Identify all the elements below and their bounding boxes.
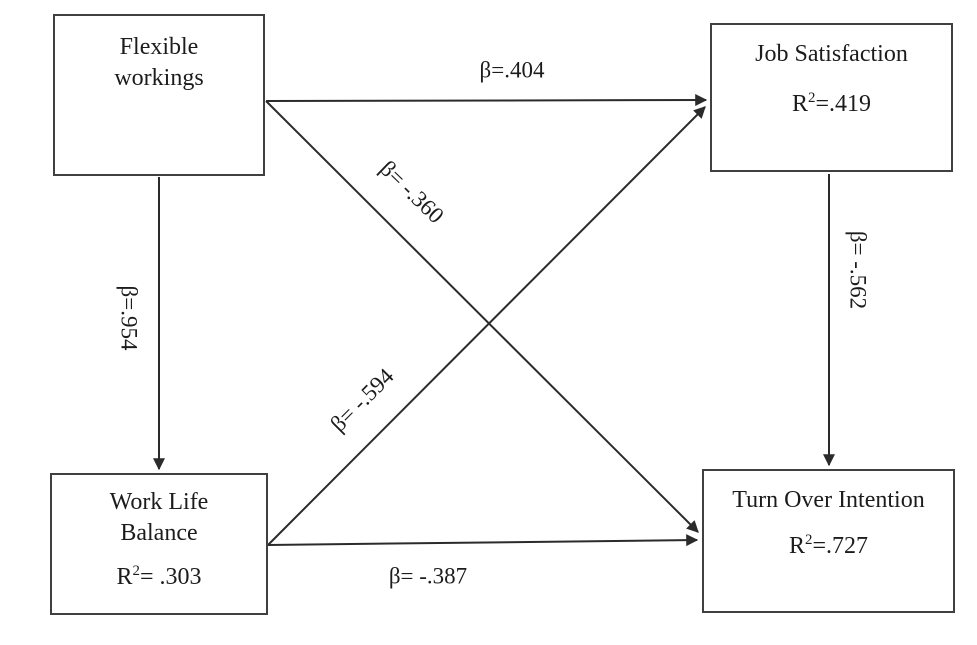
r2-base: R xyxy=(792,91,809,117)
node-title: Flexible workings xyxy=(55,32,263,94)
r2-superscript: 2 xyxy=(808,90,816,106)
path-coefficient-jobsat-turnover: β= -.562 xyxy=(845,230,871,310)
path-coefficient-flexible-worklife: β=.954 xyxy=(116,285,142,351)
node-title-line1: Flexible xyxy=(119,34,199,60)
r2-rest: =.727 xyxy=(812,533,868,559)
arrow-flexible-to-turnover xyxy=(265,100,699,533)
path-coefficient-worklife-turnover: β= -.387 xyxy=(388,563,468,589)
r2-rest: =.419 xyxy=(815,91,871,117)
node-title-line1: Work Life xyxy=(109,489,209,515)
node-title: Job Satisfaction xyxy=(755,41,908,67)
path-coefficient-flexible-jobsat: β=.404 xyxy=(479,57,545,83)
arrow-flexible-to-jobsat xyxy=(265,94,708,107)
r2-base: R xyxy=(789,533,806,559)
node-turn-over-intention: Turn Over Intention R2=.727 xyxy=(702,469,955,613)
r-squared-value: R2=.727 xyxy=(704,532,953,560)
node-flexible-workings: Flexible workings xyxy=(53,14,265,176)
node-title-line2: Balance xyxy=(120,520,198,546)
node-title: Work Life Balance xyxy=(52,487,266,549)
node-title: Turn Over Intention xyxy=(732,487,925,513)
r-squared-value: R2=.419 xyxy=(712,90,951,118)
arrow-worklife-to-turnover xyxy=(267,534,699,547)
r2-base: R xyxy=(116,564,133,590)
r2-rest: = .303 xyxy=(139,564,202,590)
node-job-satisfaction: Job Satisfaction R2=.419 xyxy=(710,23,953,172)
r2-superscript: 2 xyxy=(805,532,813,548)
node-title-line2: workings xyxy=(114,65,204,91)
arrow-worklife-to-jobsat xyxy=(267,106,706,546)
r2-superscript: 2 xyxy=(132,563,140,579)
r-squared-value: R2= .303 xyxy=(52,563,266,591)
node-work-life-balance: Work Life Balance R2= .303 xyxy=(50,473,268,615)
